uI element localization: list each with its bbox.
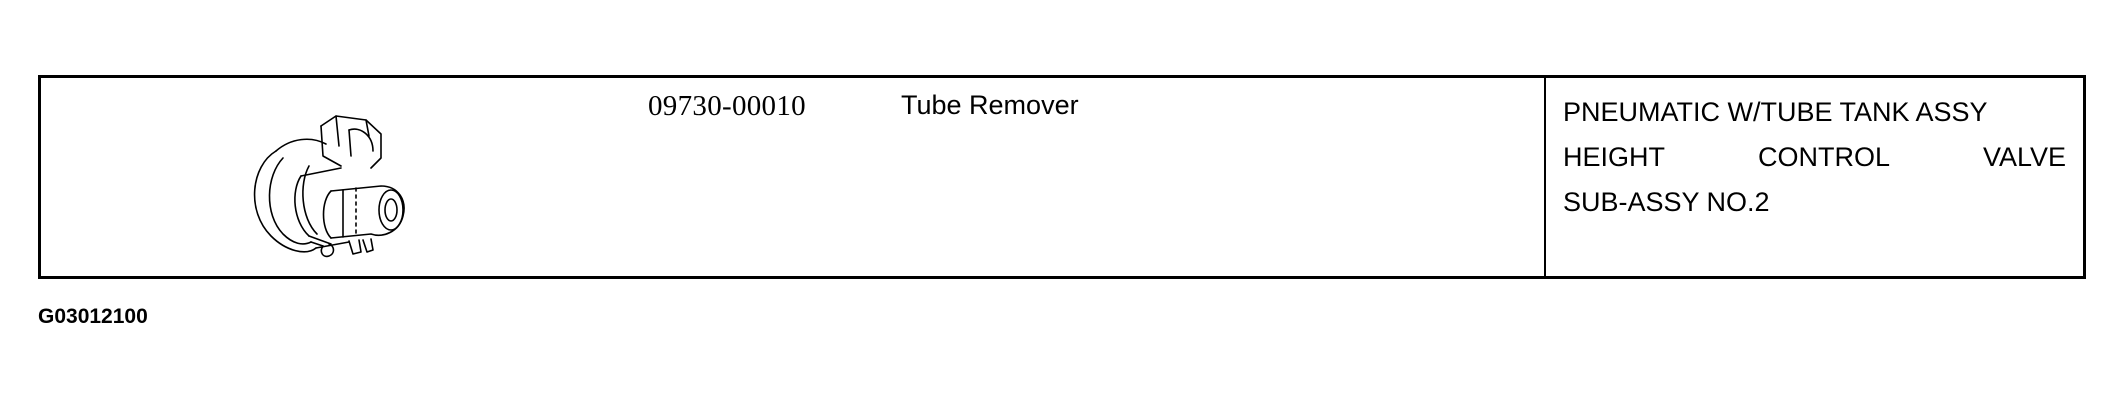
tool-applicability: PNEUMATIC W/TUBE TANK ASSY HEIGHT CONTRO… xyxy=(1563,90,2066,225)
tool-part-number: 09730-00010 xyxy=(648,90,806,122)
applicability-line-2: HEIGHT CONTROL VALVE xyxy=(1563,135,2066,180)
special-service-tool-table: 09730-00010 Tube Remover PNEUMATIC W/TUB… xyxy=(38,75,2086,279)
applicability-line-1: PNEUMATIC W/TUBE TANK ASSY xyxy=(1563,97,1988,127)
applicability-word: VALVE xyxy=(1982,142,2066,172)
figure-code: G03012100 xyxy=(38,305,148,328)
applicability-word: HEIGHT xyxy=(1563,142,1666,172)
applicability-line-3: SUB-ASSY NO.2 xyxy=(1563,187,1770,217)
applicability-word: CONTROL xyxy=(1757,142,1890,172)
tube-remover-tool-icon xyxy=(231,96,471,266)
tool-name: Tube Remover xyxy=(901,90,1079,120)
column-divider xyxy=(1544,78,1546,276)
